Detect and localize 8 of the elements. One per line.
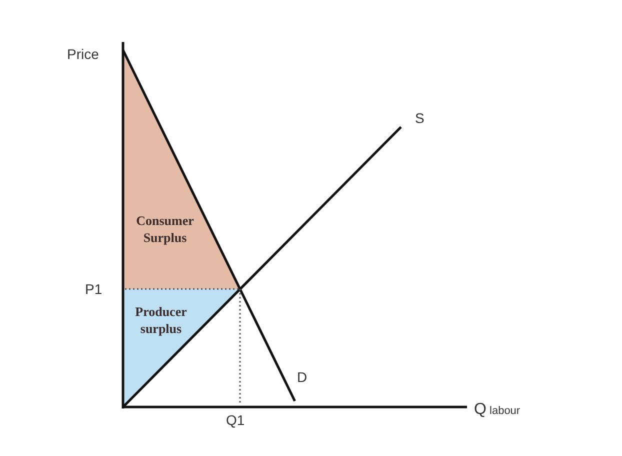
area-label: Consumer Surplus	[135, 212, 195, 246]
axis-label: Price	[67, 46, 99, 62]
curve-label: S	[415, 110, 424, 126]
curve-label: D	[297, 369, 308, 385]
tick-label: P1	[85, 281, 102, 297]
axis-label: Q labour	[474, 401, 520, 419]
area-label: Producer surplus	[134, 303, 188, 337]
tick-label: Q1	[226, 412, 245, 428]
